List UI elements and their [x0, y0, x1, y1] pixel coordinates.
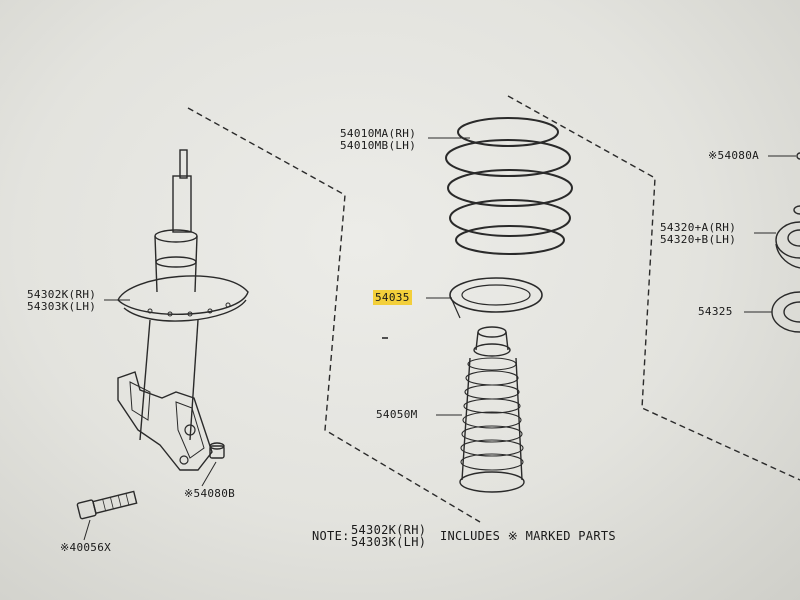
note-suffix: INCLUDES ※ MARKED PARTS: [440, 529, 616, 543]
bearing-label: 54325: [698, 305, 733, 318]
leader-lines: [83, 137, 796, 541]
strut-part-label: 54302K(RH) 54303K(LH): [27, 289, 96, 313]
spring-lh-label: 54010MB(LH): [340, 139, 417, 152]
note-line-lh: 54303K(LH): [351, 535, 427, 549]
mount-part-label: 54320+A(RH) 54320+B(LH): [660, 222, 736, 246]
spring-seat: [449, 277, 543, 319]
note-prefix: NOTE:: [312, 529, 350, 543]
bearing: [771, 291, 800, 333]
seat-part-label: 54035: [373, 290, 412, 305]
bolt-label: ※40056X: [60, 541, 112, 554]
top-mount: [775, 205, 800, 269]
strut-lh-label: 54303K(LH): [27, 300, 97, 313]
note-part-lines: 54302K(RH) 54303K(LH): [351, 524, 426, 548]
seat-label-highlighted: 54035: [373, 290, 412, 305]
strut-group-boundary: [187, 107, 481, 523]
bumper-part-label: 54050M: [376, 408, 418, 421]
coil-spring: [445, 117, 573, 255]
strut-rh-label: 54302K(RH): [27, 288, 97, 301]
top-nut-label: ※54080A: [708, 149, 760, 162]
strut-assembly: [76, 149, 249, 520]
spring-rh-label: 54010MA(RH): [340, 127, 417, 140]
bottom-nut-label: ※54080B: [184, 487, 236, 500]
spring-group-boundary: [507, 95, 800, 481]
bump-stop-boot: [459, 326, 525, 493]
diagram-note: NOTE:: [312, 530, 350, 542]
note-line-rh: 54302K(RH): [351, 523, 427, 537]
mount-lh-label: 54320+B(LH): [660, 233, 737, 246]
mount-rh-label: 54320+A(RH): [660, 221, 737, 234]
spring-part-label: 54010MA(RH) 54010MB(LH): [340, 128, 416, 152]
top-nut: [796, 152, 800, 160]
